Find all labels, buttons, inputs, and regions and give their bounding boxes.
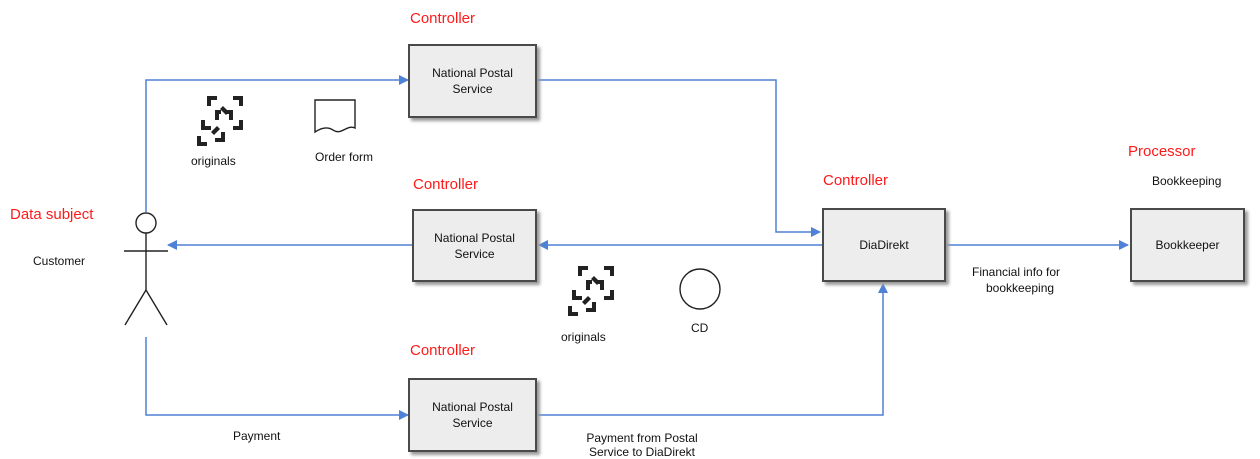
originals-documents-icon bbox=[197, 96, 243, 146]
label-originals-top: originals bbox=[191, 154, 236, 168]
node-postal-service-mid: National Postal Service bbox=[412, 209, 537, 282]
label-originals-mid: originals bbox=[561, 330, 606, 344]
label-customer: Customer bbox=[33, 254, 86, 268]
connector-postal-top-to-diadirekt bbox=[537, 79, 821, 237]
role-processor: Processor bbox=[1128, 143, 1196, 160]
node-postal-service-bottom: National Postal Service bbox=[408, 378, 537, 452]
label-financial-info: Financial info for bookkeeping bbox=[972, 264, 1060, 296]
label-bookkeeping: Bookkeeping bbox=[1152, 174, 1222, 188]
connector-customer-to-postal-bottom bbox=[145, 337, 409, 420]
label-payment-from-line2: Service to DiaDirekt bbox=[588, 445, 696, 459]
role-controller-diadirekt: Controller bbox=[823, 172, 889, 189]
role-data-subject: Data subject bbox=[10, 206, 94, 223]
node-postal-service-top: National Postal Service bbox=[408, 44, 537, 118]
label-financial-info-line1: Financial info for bbox=[972, 265, 1061, 279]
originals-documents-icon bbox=[568, 266, 614, 316]
customer-stick-figure-icon bbox=[124, 212, 168, 326]
label-payment-from: Payment from Postal Service to DiaDirekt bbox=[578, 431, 706, 459]
cd-disc-icon bbox=[679, 268, 721, 310]
node-bookkeeper: Bookkeeper bbox=[1130, 208, 1245, 282]
role-controller-mid: Controller bbox=[413, 176, 479, 193]
order-form-document-icon bbox=[314, 99, 356, 134]
connector-customer-to-postal-top bbox=[145, 75, 409, 212]
label-order-form: Order form bbox=[315, 150, 374, 164]
connector-postal-bottom-to-diadirekt bbox=[537, 283, 888, 416]
role-controller-bottom: Controller bbox=[410, 342, 476, 359]
label-payment-from-line1: Payment from Postal bbox=[586, 431, 698, 445]
role-controller-top: Controller bbox=[410, 10, 476, 27]
label-payment: Payment bbox=[233, 429, 281, 443]
label-financial-info-line2: bookkeeping bbox=[986, 281, 1055, 295]
node-diadirekt: DiaDirekt bbox=[822, 208, 946, 282]
label-cd: CD bbox=[691, 321, 709, 335]
